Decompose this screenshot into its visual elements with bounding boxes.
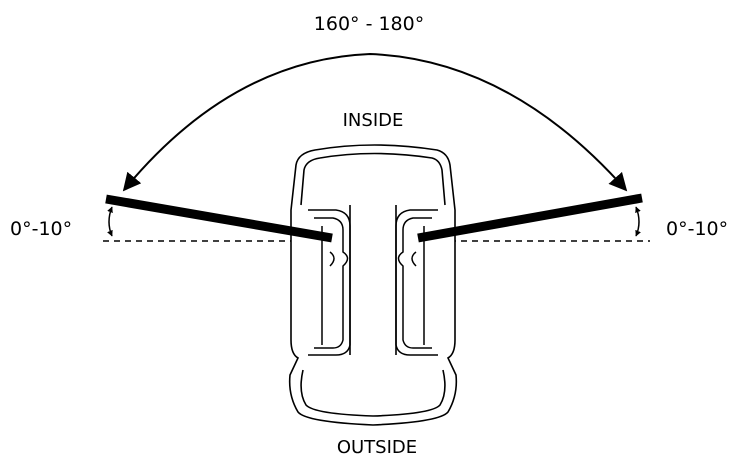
right-arm bbox=[417, 193, 643, 243]
outside-label: OUTSIDE bbox=[337, 437, 417, 458]
right-angle-label: 0°-10° bbox=[666, 218, 728, 240]
left-clip bbox=[308, 209, 351, 356]
left-angle-arrow bbox=[107, 206, 113, 237]
rotation-arc bbox=[122, 52, 628, 192]
inside-label: INSIDE bbox=[343, 110, 404, 131]
device-body bbox=[288, 144, 458, 426]
left-arm bbox=[105, 194, 333, 243]
total-angle-label: 160° - 180° bbox=[314, 13, 424, 35]
right-angle-arrow bbox=[635, 206, 641, 237]
left-angle-label: 0°-10° bbox=[10, 218, 72, 240]
right-clip bbox=[395, 209, 438, 356]
